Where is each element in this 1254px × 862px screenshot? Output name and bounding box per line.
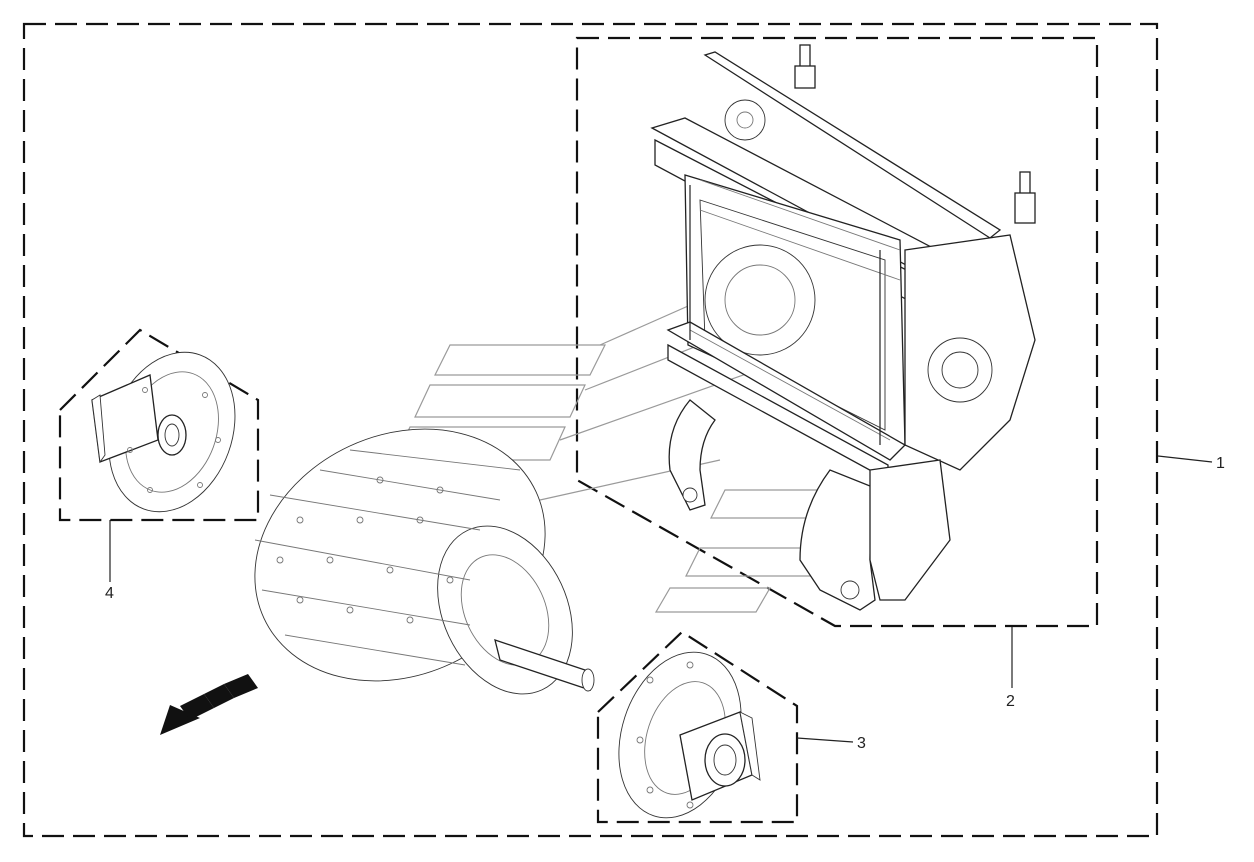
callout-3: 3 xyxy=(857,735,866,752)
rotor-drum xyxy=(254,428,595,695)
subassembly-boundary-2 xyxy=(575,36,1099,628)
leader-line-3 xyxy=(796,737,854,743)
callout-1: 1 xyxy=(1216,455,1225,472)
bearing-boundary-4 xyxy=(58,328,260,522)
leader-line-1 xyxy=(1157,455,1213,463)
bearing-boundary-3 xyxy=(596,630,799,824)
bearing-assembly-3 xyxy=(618,651,761,819)
callout-4: 4 xyxy=(105,585,114,602)
callout-2: 2 xyxy=(1006,693,1015,710)
bearing-assembly-4 xyxy=(91,351,236,513)
frame-assembly xyxy=(650,44,1036,611)
direction-arrow-icon xyxy=(160,674,258,735)
assembly-boundary-1 xyxy=(22,22,1159,838)
